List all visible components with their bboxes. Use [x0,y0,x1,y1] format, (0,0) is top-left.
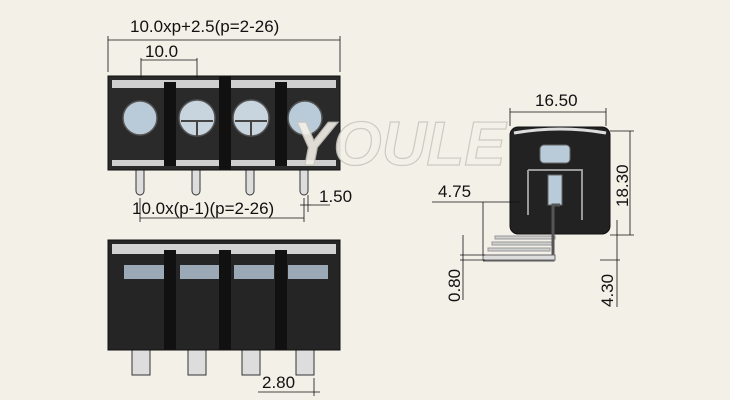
dim-pin-offset-bottom: 2.80 [262,373,295,392]
dim-pin-span: 10.0x(p-1)(p=2-26) [132,199,274,218]
dim-pitch: 10.0 [145,42,178,61]
barriers [164,76,287,170]
screw-icon [287,100,323,136]
screw-icon [122,100,158,136]
dim-pin-thickness: 0.80 [445,269,464,302]
dimension-lines [107,36,634,396]
screws [122,99,323,137]
dim-side-width: 16.50 [535,91,578,110]
dim-overall-length: 10.0xp+2.5(p=2-26) [130,17,279,36]
dim-side-height: 18.30 [613,164,632,207]
top-pins [135,164,309,196]
side-view [482,126,611,262]
watermark-logo: YOULE [292,110,507,179]
dim-pin-length: 4.30 [598,274,617,307]
dim-pin-offset-side: 4.75 [438,182,471,201]
dim-pin-width: 1.50 [319,187,352,206]
bottom-view [107,239,341,376]
top-view [107,75,341,196]
